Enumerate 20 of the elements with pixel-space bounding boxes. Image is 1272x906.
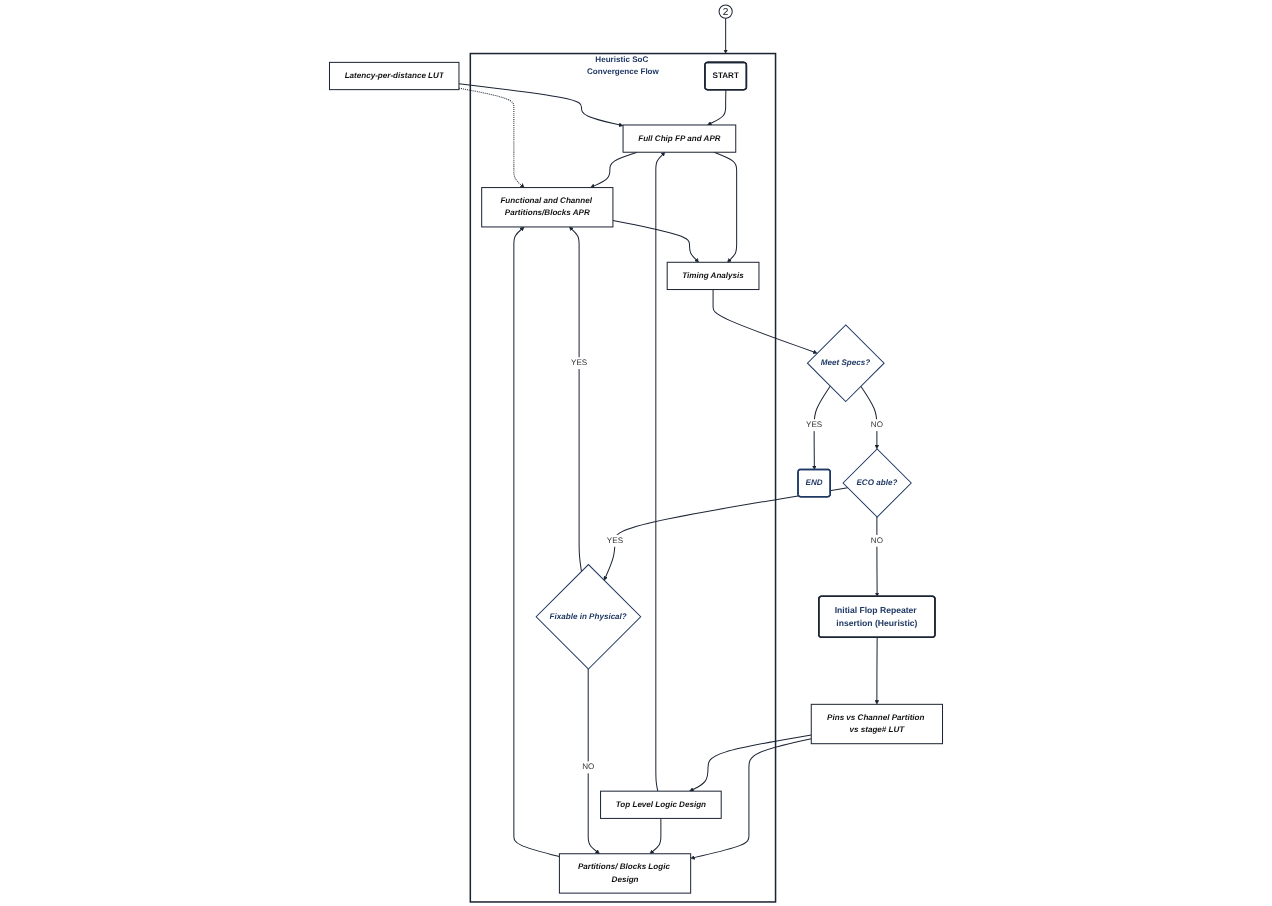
arrow [874,636,880,705]
arrow [689,734,812,792]
arrow [649,817,662,854]
arrow [690,738,812,860]
arrow [612,219,699,263]
arrow [860,385,880,450]
arrow [812,385,831,470]
arrow [569,226,582,572]
arrow [707,89,727,126]
arrow [712,289,818,354]
arrow [655,152,666,792]
arrow [458,83,624,127]
arrow [713,151,738,263]
arrow [590,151,638,188]
arrow [603,487,849,581]
arrow [458,87,525,188]
arrow [587,668,600,854]
arrow [874,516,880,597]
arrow [513,226,560,858]
arrow [723,17,728,54]
